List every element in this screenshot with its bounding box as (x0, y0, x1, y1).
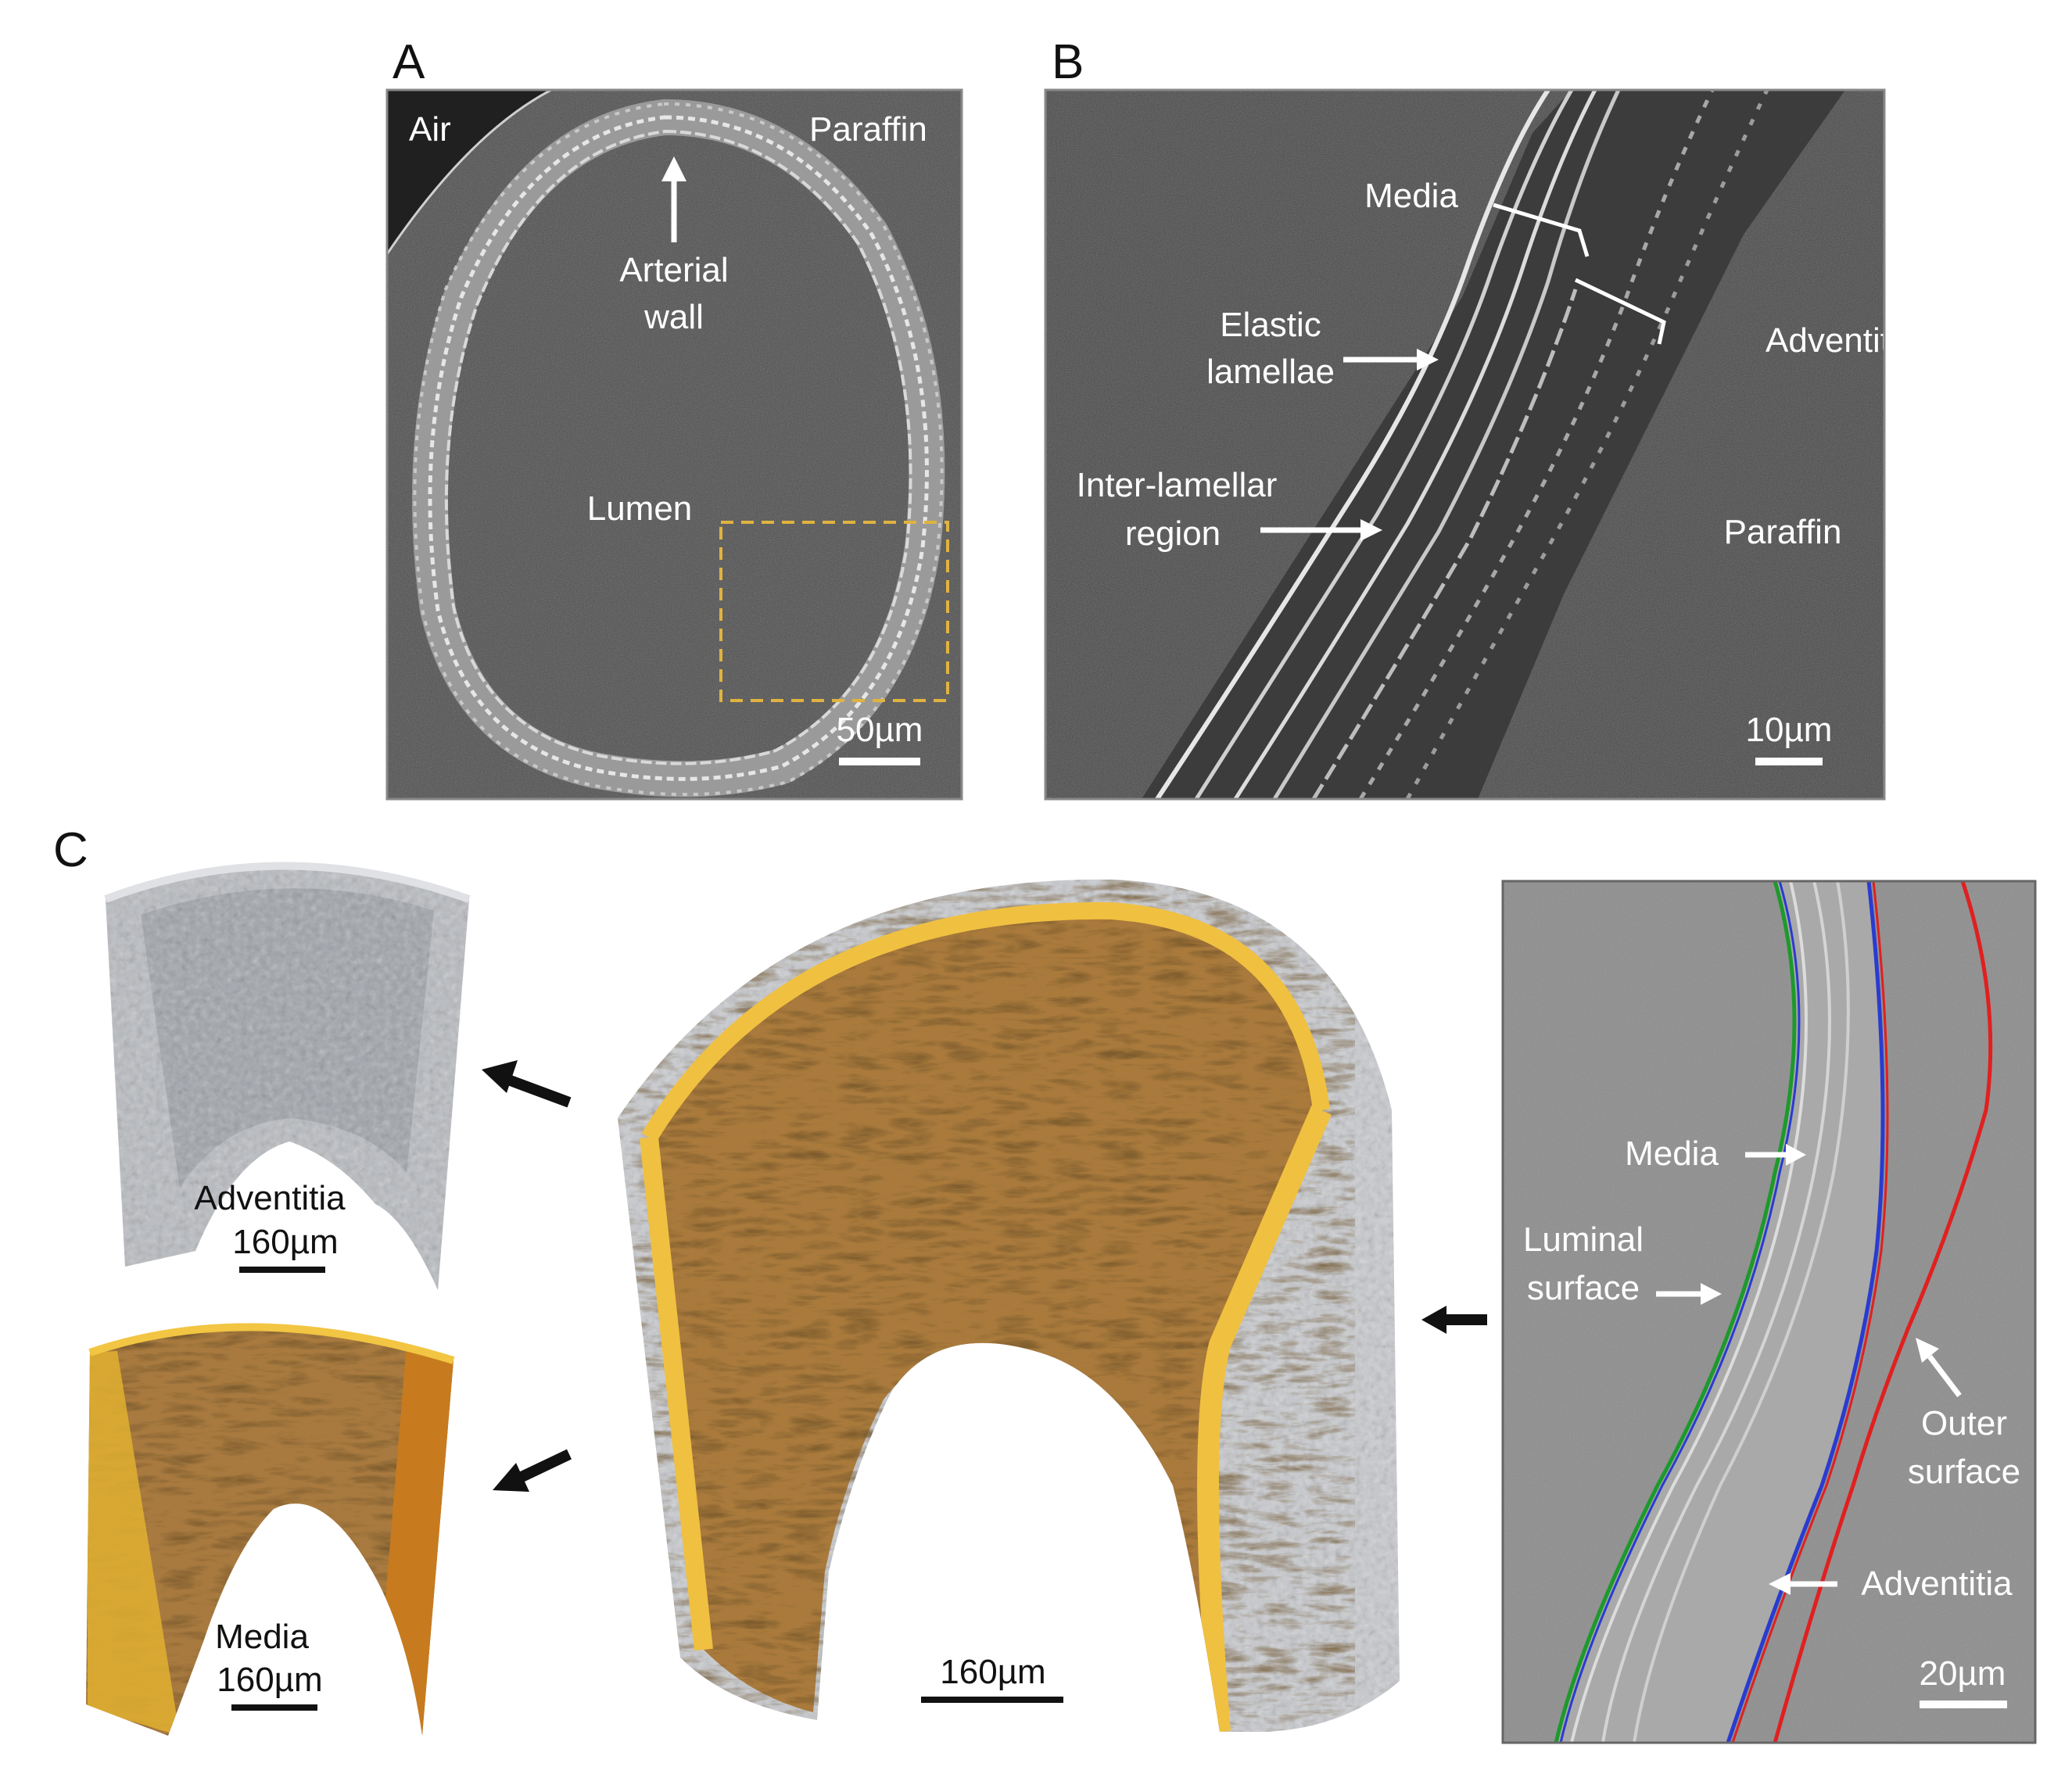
wall-strip (1142, 90, 1845, 799)
air-boundary (387, 90, 552, 255)
luminal-label-line2: surface (1527, 1269, 1640, 1307)
adventitia-model-scale-label: 160µm (232, 1223, 338, 1261)
arrow-to-adventitia (506, 1074, 572, 1108)
inter-lamellar-arrowhead (1360, 519, 1382, 541)
cross-section: Media Luminal surface Outer surface Adve… (1501, 880, 2037, 1744)
arrow-to-media-head (493, 1463, 529, 1492)
panel-c: C Adventitia 160µm Media 160µm (53, 823, 2037, 1744)
outer-arrow (1927, 1354, 1962, 1398)
scale-bar-a-label: 50µm (837, 711, 923, 749)
panel-c-arrows (482, 1060, 1487, 1492)
arrow-to-media (517, 1449, 572, 1483)
adventitia-model: Adventitia 160µm (104, 862, 471, 1290)
media-boundary-line (1726, 881, 1885, 1743)
inter-lamellar-label-line2: region (1125, 514, 1221, 553)
panel-b: B Media Adventitia Elastic la (1044, 35, 1917, 801)
combined-model: 160µm (618, 879, 1400, 1732)
paraffin-label: Paraffin (809, 110, 927, 149)
media-bracket (1493, 202, 1590, 257)
elastic-arrowhead (1417, 349, 1439, 371)
arterial-wall-label-line2: wall (643, 298, 704, 336)
air-region (387, 90, 551, 254)
elastic-label-line2: lamellae (1206, 353, 1335, 391)
panel-b-letter: B (1052, 35, 1084, 89)
outer-arrow-head (1916, 1338, 1939, 1363)
adventitia-arrow-c-head (1769, 1573, 1791, 1595)
scale-bar-b (1755, 758, 1823, 765)
adventitia-label-b: Adventitia (1766, 321, 1917, 360)
adventitia-label-c: Adventitia (1861, 1564, 2013, 1603)
adventitia-model-label: Adventitia (194, 1179, 346, 1217)
media-model-label: Media (215, 1618, 309, 1656)
air-label: Air (409, 110, 451, 149)
scale-bar-c (1920, 1701, 2007, 1708)
panel-a-letter: A (393, 35, 425, 89)
media-model-scale-bar (231, 1704, 317, 1711)
outer-label-line2: surface (1908, 1453, 2020, 1491)
elastic-label-line1: Elastic (1220, 306, 1321, 344)
luminal-label-line1: Luminal (1523, 1220, 1644, 1259)
panel-c-letter: C (53, 823, 88, 877)
outer-surface-line (1773, 881, 1993, 1743)
media-label-b: Media (1364, 177, 1458, 215)
arterial-wall-label-line1: Arterial (619, 251, 728, 289)
lumen-label: Lumen (587, 489, 693, 528)
combined-model-scale-bar (921, 1697, 1063, 1703)
luminal-surface-line (1554, 881, 1797, 1743)
media-model: Media 160µm (86, 1323, 455, 1736)
paraffin-label-b: Paraffin (1724, 513, 1842, 551)
scale-bar-c-label: 20µm (1920, 1654, 2006, 1693)
scale-bar-a (839, 758, 920, 765)
adventitia-model-scale-bar (239, 1267, 325, 1273)
arterial-wall-ring (412, 99, 945, 797)
inter-lamellar-label-line1: Inter-lamellar (1077, 466, 1278, 504)
adventitia-bracket (1574, 278, 1666, 345)
arrow-to-adventitia-head (482, 1060, 518, 1093)
arterial-wall-arrowhead (661, 156, 686, 181)
media-arrow-c-head (1786, 1144, 1806, 1166)
media-model-scale-label: 160µm (217, 1661, 322, 1699)
outer-label-line1: Outer (1921, 1404, 2007, 1442)
arrow-to-model-head (1421, 1306, 1446, 1334)
panel-a: A Air Paraffin Arterial wall Lumen 50µm (385, 35, 963, 801)
combined-model-scale-label: 160µm (940, 1653, 1045, 1691)
zoom-region-box (719, 521, 949, 702)
scale-bar-b-label: 10µm (1746, 711, 1833, 749)
luminal-arrow-head (1701, 1283, 1722, 1305)
media-label-c: Media (1625, 1134, 1719, 1173)
